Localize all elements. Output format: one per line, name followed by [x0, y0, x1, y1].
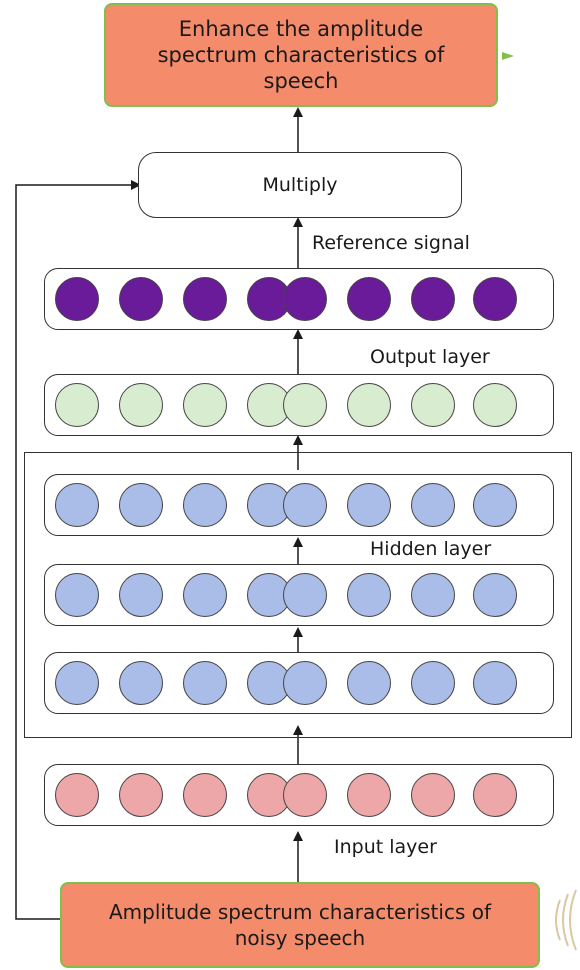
- reference-neuron: [411, 277, 455, 321]
- output-layer-label: Output layer: [370, 346, 490, 368]
- hidden-layer-3: [44, 652, 554, 714]
- hidden-neuron: [283, 573, 327, 617]
- hidden-neuron: [347, 573, 391, 617]
- hidden-neuron: [119, 573, 163, 617]
- input-neuron: [183, 773, 227, 817]
- hidden-neuron: [473, 661, 517, 705]
- input-layer: [44, 764, 554, 826]
- reference-neuron: [119, 277, 163, 321]
- hidden-layer-label: Hidden layer: [370, 538, 492, 560]
- hidden-neuron: [411, 661, 455, 705]
- output-neuron: [411, 383, 455, 427]
- output-neuron: [473, 383, 517, 427]
- hidden-neuron: [283, 661, 327, 705]
- reference-neuron: [347, 277, 391, 321]
- hidden-neuron: [183, 661, 227, 705]
- hidden-neuron: [119, 483, 163, 527]
- output-neuron: [119, 383, 163, 427]
- hidden-neuron: [411, 573, 455, 617]
- sound-wave-icon-bottom: [555, 889, 577, 951]
- input-neuron: [347, 773, 391, 817]
- noisy-speech-line-2: noisy speech: [234, 926, 366, 950]
- input-neuron: [411, 773, 455, 817]
- input-neuron: [119, 773, 163, 817]
- enhanced-speech-line-1: Enhance the amplitude: [178, 17, 424, 41]
- enhanced-speech-box: Enhance the amplitude spectrum character…: [104, 3, 498, 107]
- hidden-neuron: [119, 661, 163, 705]
- hidden-neuron: [347, 483, 391, 527]
- multiply-label: Multiply: [262, 174, 338, 196]
- hidden-neuron: [55, 661, 99, 705]
- output-neuron: [347, 383, 391, 427]
- hidden-neuron: [55, 573, 99, 617]
- hidden-layer-1: [44, 474, 554, 536]
- reference-neuron: [283, 277, 327, 321]
- noisy-speech-box: Amplitude spectrum characteristics of no…: [60, 882, 540, 968]
- reference-neuron: [473, 277, 517, 321]
- hidden-neuron: [183, 483, 227, 527]
- output-neuron: [183, 383, 227, 427]
- output-layer: [44, 374, 554, 436]
- enhanced-speech-line-3: speech: [263, 69, 339, 93]
- output-neuron: [55, 383, 99, 427]
- hidden-neuron: [473, 573, 517, 617]
- output-neuron: [283, 383, 327, 427]
- hidden-neuron: [347, 661, 391, 705]
- hidden-neuron: [473, 483, 517, 527]
- noisy-speech-line-1: Amplitude spectrum characteristics of: [108, 900, 492, 924]
- hidden-layer-2: [44, 564, 554, 626]
- reference-neuron: [55, 277, 99, 321]
- reference-neuron: [183, 277, 227, 321]
- hidden-neuron: [55, 483, 99, 527]
- hidden-layers-frame: [24, 452, 572, 738]
- reference-layer: [44, 268, 554, 330]
- input-neuron: [283, 773, 327, 817]
- input-layer-label: Input layer: [334, 836, 437, 858]
- input-neuron: [55, 773, 99, 817]
- enhanced-speech-line-2: spectrum characteristics of: [157, 43, 445, 67]
- multiply-box: Multiply: [138, 152, 462, 218]
- hidden-neuron: [183, 573, 227, 617]
- input-neuron: [473, 773, 517, 817]
- reference-signal-label: Reference signal: [312, 232, 470, 254]
- hidden-neuron: [283, 483, 327, 527]
- hidden-neuron: [411, 483, 455, 527]
